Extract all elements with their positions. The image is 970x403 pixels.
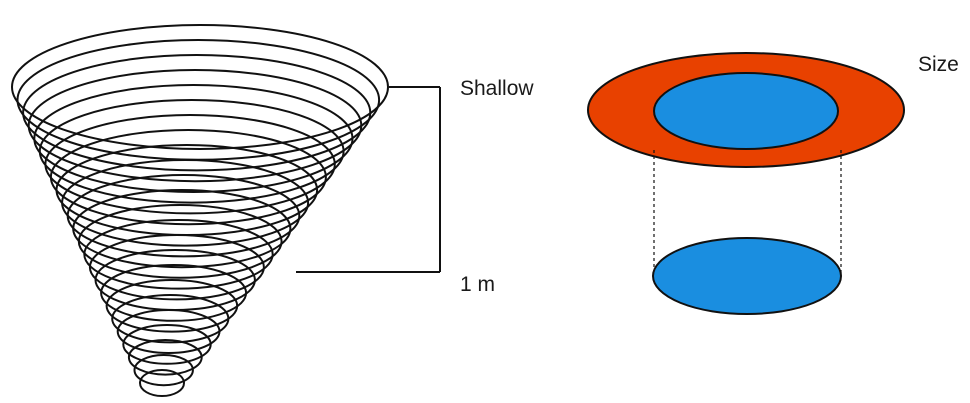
shallow-label: Shallow — [460, 77, 534, 100]
cone-ring — [88, 234, 265, 301]
funnel-cone-rings — [11, 24, 389, 397]
cone-ring — [122, 324, 212, 365]
cone-ring — [11, 24, 389, 150]
cone-ring — [49, 129, 327, 226]
cone-ring — [22, 53, 372, 172]
cone-ring — [33, 84, 354, 193]
depth-bracket — [296, 86, 441, 273]
cone-ring — [38, 99, 345, 204]
cone-ring — [27, 69, 363, 183]
depth-label: 1 m — [460, 273, 496, 296]
size-comparison — [587, 52, 905, 315]
cone-ring — [61, 159, 310, 247]
cone-ring — [72, 189, 292, 269]
cone-ring — [44, 114, 336, 215]
inner-disc-top-blue — [653, 72, 839, 150]
inner-disc-bottom-blue — [652, 237, 842, 315]
cone-ring — [133, 354, 194, 387]
cone-ring — [100, 264, 248, 322]
cone-ring — [105, 279, 239, 333]
cone-ring — [77, 204, 283, 279]
cone-ring — [111, 294, 230, 344]
cone-ring — [127, 339, 203, 376]
size-label: Size — [918, 53, 959, 76]
cone-ring — [116, 309, 221, 354]
cone-ring — [66, 174, 301, 258]
cone-ring — [83, 219, 274, 290]
cone-ring — [139, 369, 185, 397]
